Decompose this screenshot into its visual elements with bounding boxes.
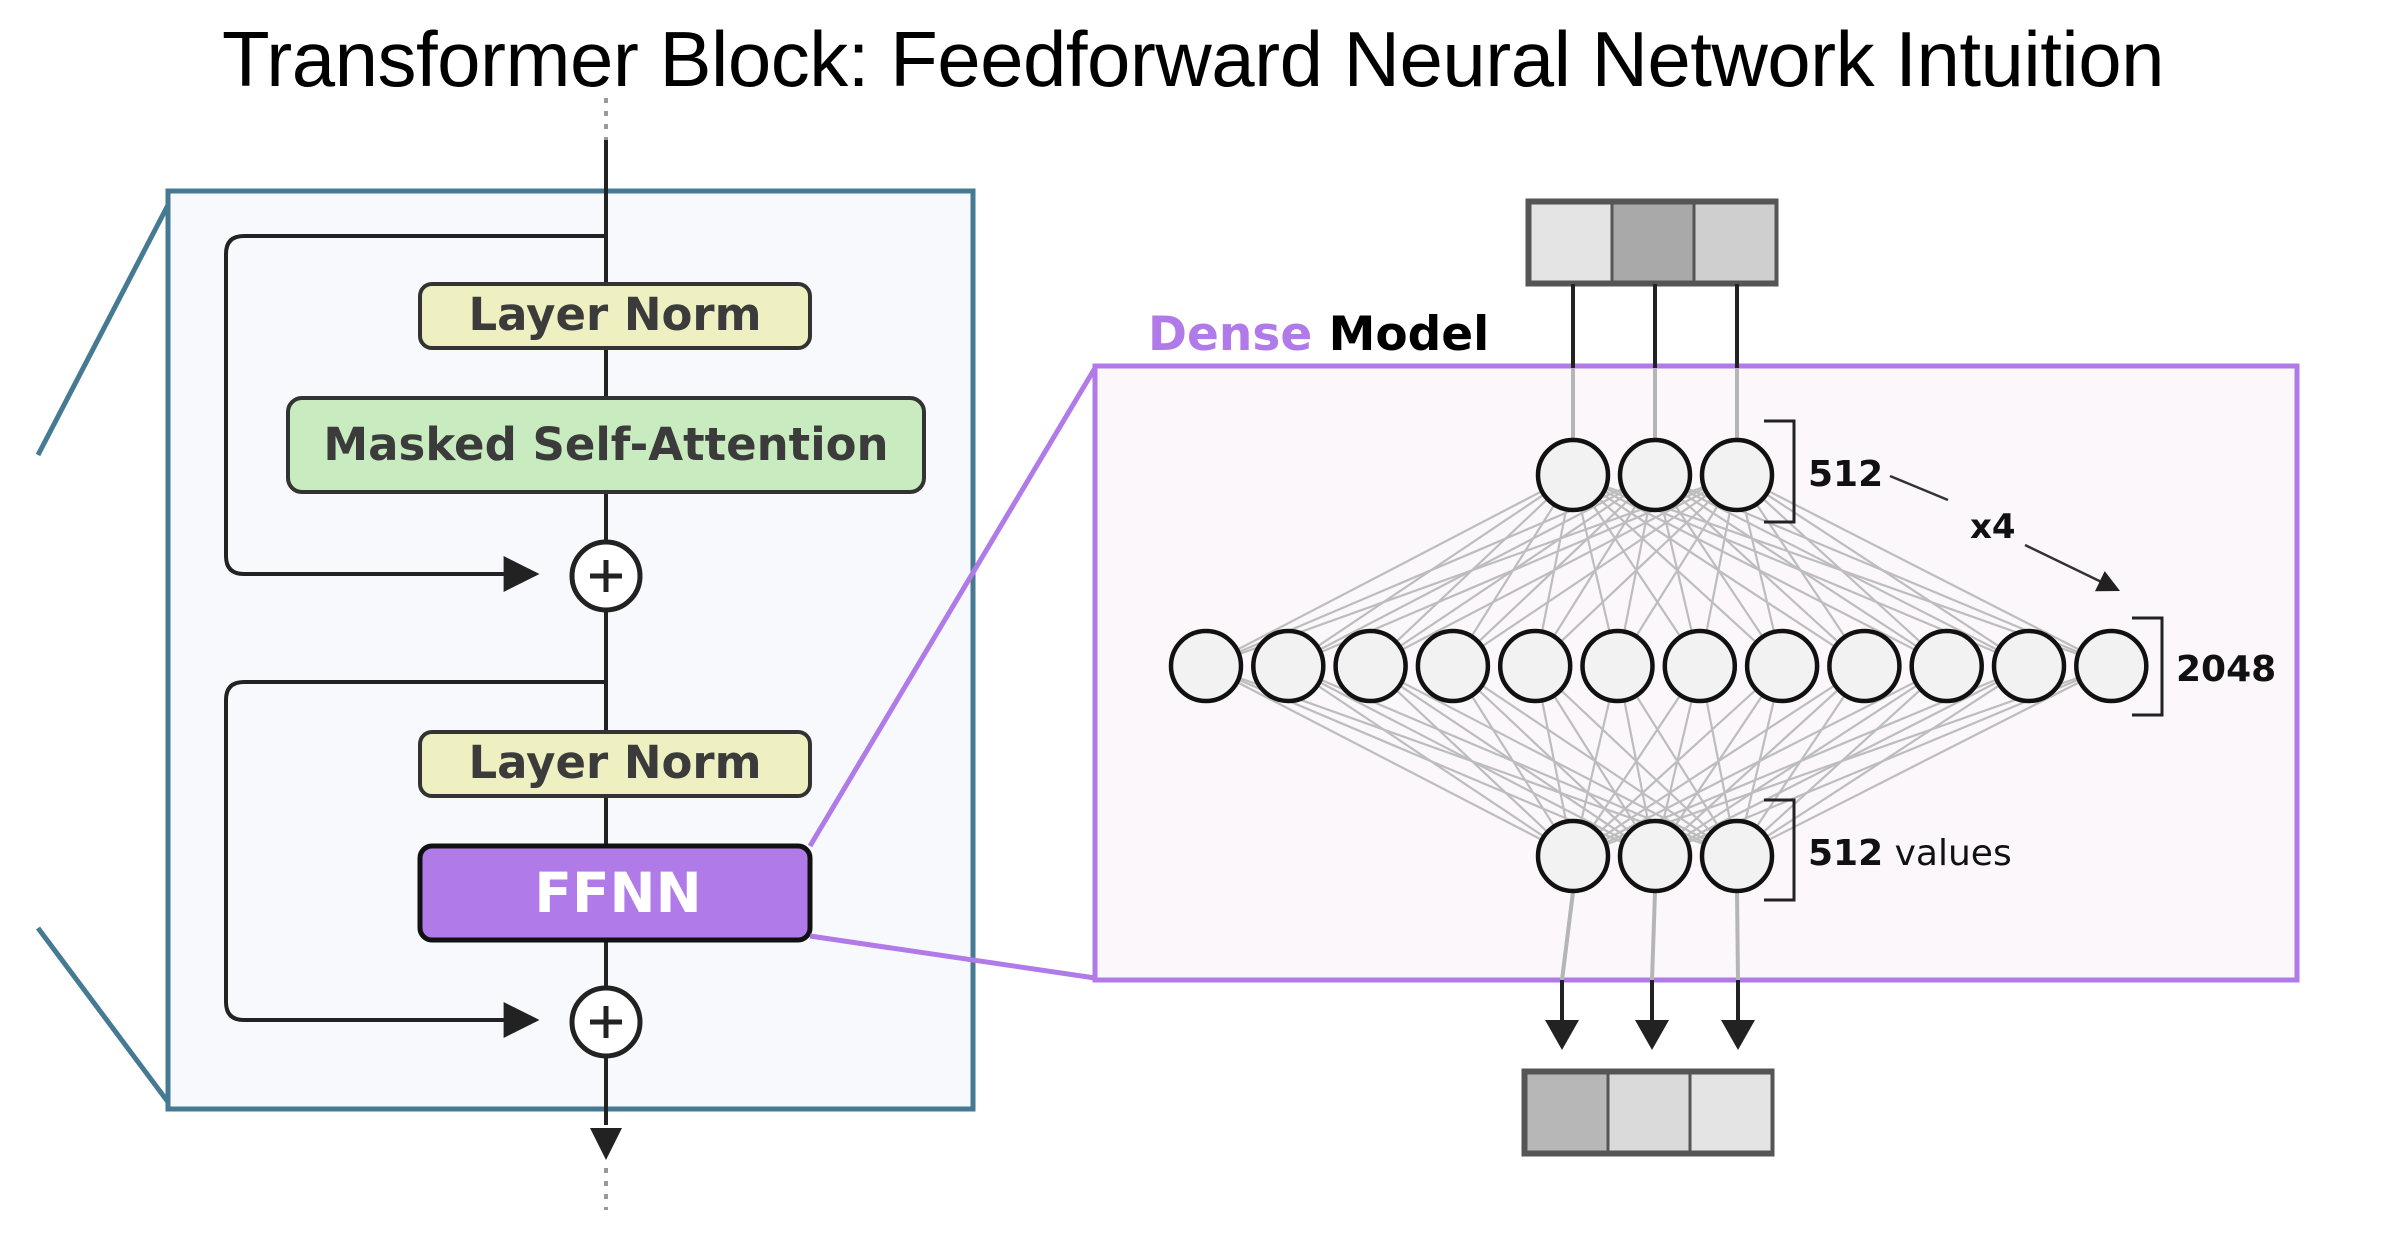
model-word: Model — [1329, 307, 1490, 362]
hidden-neuron-6 — [1580, 628, 1655, 704]
ffnn-zoom-line-top — [807, 366, 1098, 848]
masked-self-attention-box — [286, 396, 926, 494]
residual-connection-1 — [224, 234, 606, 592]
output-layer-bracket — [1764, 798, 1796, 902]
hidden-neuron-2 — [1251, 628, 1326, 704]
connection-hidden-3-output-3 — [1370, 665, 1738, 857]
masked-self-attention-label: Masked Self-Attention — [323, 418, 888, 471]
hidden-neuron-4 — [1415, 628, 1491, 704]
connection-input-3-hidden-4 — [1452, 474, 1738, 667]
input-layer-bracket — [1764, 419, 1796, 524]
diagram-title: Transformer Block: Feedforward Neural Ne… — [222, 15, 2165, 103]
connection-input-1-hidden-1 — [1205, 474, 1574, 667]
connection-input-3-hidden-9 — [1736, 474, 1866, 667]
ffnn-label: FFNN — [534, 861, 701, 925]
connection-input-3-hidden-11 — [1736, 474, 2030, 667]
connection-input-3-hidden-5 — [1534, 474, 1738, 667]
output-arrow-head — [590, 1128, 622, 1160]
hidden-neuron-12 — [2074, 628, 2149, 704]
zoom-line-bottom — [35, 926, 171, 1104]
connection-input-3-hidden-3 — [1370, 474, 1738, 667]
layer-norm-label-2: Layer Norm — [468, 736, 761, 789]
hidden-neuron-3 — [1333, 628, 1408, 704]
input-neuron-2 — [1617, 437, 1693, 513]
input-layer-size-label: 512 — [1808, 454, 1883, 495]
residual-connection-2 — [224, 680, 606, 1038]
layer-norm-box-2 — [418, 730, 812, 798]
connection-hidden-5-output-3 — [1534, 665, 1738, 857]
multiplier-label: x4 — [1970, 507, 2016, 547]
output-arrow-3 — [1721, 1020, 1755, 1050]
connection-hidden-1-output-1 — [1205, 665, 1574, 857]
connection-hidden-4-output-3 — [1452, 665, 1738, 857]
output-neuron-1 — [1535, 818, 1611, 894]
connection-hidden-9-output-3 — [1736, 665, 1866, 857]
output-connector-1 — [1560, 891, 1575, 981]
hidden-neuron-7 — [1662, 628, 1738, 704]
hidden-neuron-9 — [1827, 628, 1902, 704]
hidden-neuron-11 — [1991, 628, 2067, 704]
multiplier-arrow-part-1 — [1889, 474, 1949, 502]
input-neuron-1 — [1535, 437, 1611, 513]
zoom-line-top — [35, 203, 171, 457]
hidden-neuron-1 — [1168, 628, 1244, 704]
output-arrow-2 — [1635, 1020, 1669, 1050]
output-connector-2 — [1650, 891, 1657, 981]
connection-hidden-12-output-3 — [1736, 665, 2112, 857]
connection-hidden-6-output-3 — [1616, 665, 1738, 857]
hidden-layer-bracket — [2132, 616, 2164, 717]
output-vector-cell-3 — [1688, 1071, 1774, 1154]
connection-hidden-10-output-3 — [1736, 665, 1948, 857]
output-connector-3 — [1735, 891, 1740, 981]
hidden-neuron-10 — [1909, 628, 1984, 704]
output-vector-cell-1 — [1524, 1071, 1610, 1154]
connection-input-3-hidden-6 — [1616, 474, 1738, 667]
hidden-layer-size-label: 2048 — [2176, 649, 2276, 690]
output-neuron-2 — [1617, 818, 1693, 894]
ffnn-zoom-line-bottom — [809, 933, 1096, 981]
hidden-neuron-5 — [1497, 628, 1573, 704]
input-vector-cell-1 — [1528, 201, 1614, 284]
input-vector-cell-2 — [1610, 201, 1696, 284]
input-neuron-3 — [1699, 437, 1775, 513]
multiplier-arrow-part-2 — [2024, 543, 2121, 592]
dense-word: Dense — [1148, 307, 1312, 362]
connection-hidden-11-output-3 — [1736, 665, 2030, 857]
output-neuron-3 — [1699, 818, 1775, 894]
connection-input-3-hidden-10 — [1736, 474, 1948, 667]
output-layer-size-label: 512 values — [1808, 833, 2012, 874]
output-layer-word: values — [1895, 833, 2012, 874]
layer-norm-box-1 — [418, 282, 812, 350]
input-vector-cell-3 — [1692, 201, 1778, 284]
dense-model-label: Dense Model — [1148, 307, 1489, 362]
ffnn-box — [417, 843, 813, 943]
connection-input-3-hidden-12 — [1736, 474, 2112, 667]
layer-norm-label-1: Layer Norm — [468, 288, 761, 341]
output-arrow-1 — [1545, 1020, 1579, 1050]
output-vector-cell-2 — [1606, 1071, 1692, 1154]
hidden-neuron-8 — [1744, 628, 1820, 704]
output-layer-number: 512 — [1808, 833, 1883, 874]
